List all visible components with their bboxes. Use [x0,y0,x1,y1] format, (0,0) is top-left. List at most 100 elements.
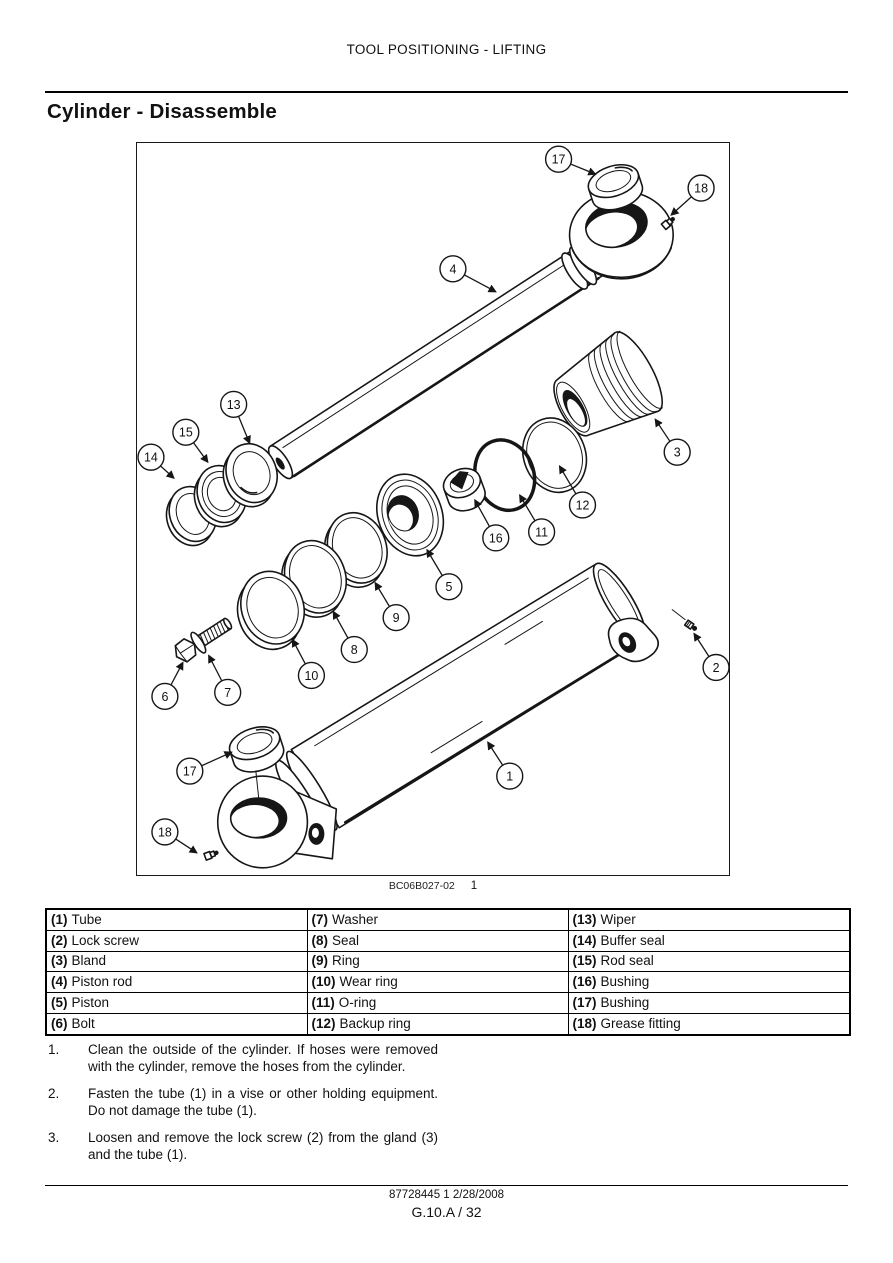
part-entry: (14)Buffer seal [567,929,851,952]
part-entry: (4)Piston rod [45,971,308,994]
step-text: Loosen and remove the lock screw (2) fro… [88,1130,438,1162]
callout-16: 16 [474,498,510,552]
part-entry: (6)Bolt [45,1012,308,1036]
step-number: 2. [48,1086,60,1101]
exploded-view-diagram: 17 18 4 3 13 [137,145,729,869]
svg-text:17: 17 [183,765,197,779]
figure-code: BC06B027-02 [388,880,455,892]
callout-13: 13 [220,390,251,445]
callout-17-top: 17 [544,145,597,176]
grease-fitting-top-drawing [660,216,675,231]
figure-number: 1 [470,880,478,892]
part-entry: (3)Bland [45,950,308,973]
callout-11: 11 [519,493,556,546]
callout-2: 2 [693,632,729,682]
svg-text:2: 2 [713,661,720,675]
svg-text:3: 3 [674,446,681,460]
gland-drawing [553,330,663,437]
part-entry: (8)Seal [306,929,569,952]
step-number: 3. [48,1130,60,1145]
callout-12: 12 [558,465,597,519]
bushing-bottom-drawing [228,726,285,773]
footer-rule [45,1185,848,1186]
grease-fitting-bottom-drawing [203,850,219,861]
svg-text:15: 15 [179,426,193,440]
part-entry: (17)Bushing [567,992,851,1014]
wiper-drawing [222,442,278,508]
header-rule [45,91,848,93]
bushing-top-drawing [587,163,644,211]
instruction-steps: 1. Clean the outside of the cylinder. If… [48,1042,438,1174]
list-item: 2. Fasten the tube (1) in a vise or othe… [48,1086,438,1119]
part-entry: (12)Backup ring [306,1012,569,1036]
footer-document-number: 87728445 1 2/28/2008 [388,1189,505,1201]
part-entry: (13)Wiper [567,908,851,931]
wear-ring-drawing [236,570,305,651]
svg-text:11: 11 [535,525,548,539]
list-item: 1. Clean the outside of the cylinder. If… [48,1042,438,1075]
bolt-drawing [174,617,233,663]
piston-drawing [376,473,445,557]
svg-text:18: 18 [694,182,708,196]
table-row: (6)Bolt (12)Backup ring (18)Grease fitti… [45,1012,851,1036]
svg-text:10: 10 [304,669,318,683]
svg-text:16: 16 [489,531,503,545]
page-title: Cylinder - Disassemble [47,100,277,123]
table-row: (1)Tube (7)Washer (13)Wiper [45,908,851,931]
table-row: (2)Lock screw (8)Seal (14)Buffer seal [45,929,851,952]
parts-legend-table: (1)Tube (7)Washer (13)Wiper (2)Lock scre… [45,908,851,1036]
callout-1: 1 [487,741,524,790]
table-row: (4)Piston rod (10)Wear ring (16)Bushing [45,971,851,994]
step-text: Fasten the tube (1) in a vise or other h… [88,1086,438,1118]
svg-text:6: 6 [161,690,168,704]
svg-text:5: 5 [445,580,452,594]
svg-text:14: 14 [144,451,158,465]
bushing-16-drawing [442,467,486,512]
figure-panel: 17 18 4 3 13 [136,142,730,876]
list-item: 3. Loosen and remove the lock screw (2) … [48,1130,438,1163]
callout-15: 15 [172,418,209,464]
svg-text:1: 1 [506,770,513,784]
callout-3: 3 [654,418,691,466]
callout-10: 10 [291,638,326,690]
part-entry: (5)Piston [45,992,308,1014]
part-entry: (15)Rod seal [567,950,851,973]
table-row: (5)Piston (11)O-ring (17)Bushing [45,992,851,1014]
svg-text:13: 13 [227,398,241,412]
callout-7: 7 [208,654,242,707]
callout-18-bottom: 18 [151,818,198,854]
figure-caption: BC06B027-02 1 [136,880,730,892]
callout-4: 4 [439,255,497,293]
part-entry: (2)Lock screw [45,929,308,952]
running-header: TOOL POSITIONING - LIFTING [346,42,547,57]
step-text: Clean the outside of the cylinder. If ho… [88,1042,438,1074]
lock-screw-drawing [671,609,698,631]
callout-17-bottom: 17 [176,751,233,785]
part-entry: (18)Grease fitting [567,1012,851,1036]
svg-text:4: 4 [449,262,456,276]
svg-text:18: 18 [158,825,172,839]
svg-text:8: 8 [351,643,358,657]
backup-ring-drawing [522,417,588,494]
part-entry: (16)Bushing [567,971,851,994]
callout-14: 14 [137,443,175,479]
svg-text:17: 17 [552,153,566,167]
tube-drawing [216,562,660,869]
part-entry: (1)Tube [45,908,308,931]
table-row: (3)Bland (9)Ring (15)Rod seal [45,950,851,973]
callout-18-top: 18 [670,174,715,216]
part-entry: (9)Ring [306,950,569,973]
svg-text:12: 12 [576,498,590,512]
footer-page-code: G.10.A / 32 [411,1204,482,1220]
callout-9: 9 [374,581,410,632]
part-entry: (10)Wear ring [306,971,569,994]
svg-text:9: 9 [393,611,400,625]
part-entry: (11)O-ring [306,992,569,1014]
callout-8: 8 [332,610,368,664]
svg-text:7: 7 [224,686,231,700]
part-entry: (7)Washer [306,908,569,931]
piston-rod-drawing [267,190,674,480]
callout-6: 6 [151,661,184,711]
step-number: 1. [48,1042,60,1057]
